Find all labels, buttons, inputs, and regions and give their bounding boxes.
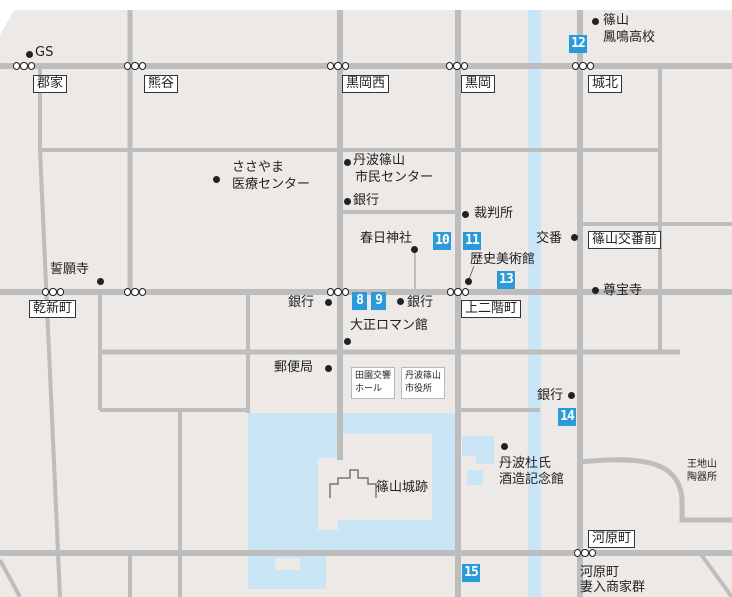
- denen-hall-box: 田園交響 ホール: [351, 367, 396, 399]
- label-sonpoji: 尊宝寺: [603, 283, 643, 298]
- poi-dot: [411, 246, 418, 253]
- label-kawaramachi-district-2: 妻入商家群: [580, 580, 646, 595]
- label-bank: 銀行: [353, 193, 380, 208]
- label-seiganji: 誓願寺: [50, 262, 90, 277]
- label-brewery-2: 酒造記念館: [499, 472, 565, 487]
- poi-dot: [344, 159, 351, 166]
- bus-stop-kaminikaimachi[interactable]: 上二階町: [461, 300, 522, 318]
- road: [38, 149, 62, 597]
- poi-dot: [325, 365, 332, 372]
- moat-island: [275, 558, 300, 570]
- label-kasuga-shrine: 春日神社: [360, 231, 413, 246]
- roads: [0, 10, 732, 597]
- label-kawaramachi-district-1: 河原町: [580, 565, 620, 580]
- river-channel: [528, 10, 541, 597]
- bus-stop-icon: [124, 288, 146, 296]
- bus-stop-icon: [327, 288, 349, 296]
- label-city-hall-2: 市役所: [405, 384, 433, 394]
- poi-dot: [97, 278, 104, 285]
- bus-stop-kumaya[interactable]: 熊谷: [144, 75, 179, 93]
- poi-dot: [592, 18, 599, 25]
- bus-stop-inshinmachi[interactable]: 乾新町: [29, 300, 77, 318]
- castle-island: [318, 434, 432, 530]
- label-taisho-roman: 大正ロマン館: [350, 318, 429, 333]
- poi-dot: [397, 298, 404, 305]
- city-hall-box: 丹波篠山 市役所: [401, 367, 446, 399]
- label-court: 裁判所: [474, 206, 514, 221]
- bus-stop-icon: [42, 288, 64, 296]
- bus-stop-icon: [327, 62, 349, 70]
- label-bank: 銀行: [288, 295, 315, 310]
- label-kiln-1: 王地山: [687, 459, 717, 470]
- bus-stop-icon: [574, 549, 596, 557]
- label-bank: 銀行: [407, 295, 434, 310]
- bus-stop-kurookanishi[interactable]: 黒岡西: [342, 75, 390, 93]
- road: [698, 551, 732, 597]
- label-brewery-1: 丹波杜氏: [499, 456, 552, 471]
- bus-stop-johoku[interactable]: 城北: [588, 75, 623, 93]
- poi-dot: [462, 211, 469, 218]
- road: [0, 559, 22, 597]
- bus-stop-kurooka[interactable]: 黒岡: [461, 75, 496, 93]
- bus-stop-icon: [124, 62, 146, 70]
- label-gs: GS: [35, 45, 54, 60]
- label-castle-ruins: 篠山城跡: [376, 480, 429, 495]
- poi-dot: [592, 287, 599, 294]
- marker-14[interactable]: 14: [558, 408, 576, 426]
- river: [528, 10, 541, 597]
- marker-15[interactable]: 15: [462, 564, 480, 582]
- bus-stop-icon: [13, 62, 35, 70]
- label-medical-1: ささやま: [232, 160, 285, 175]
- label-hoomei-1: 篠山: [603, 13, 630, 28]
- poi-dot: [26, 51, 33, 58]
- label-museum: 歴史美術館: [470, 252, 536, 267]
- marker-10[interactable]: 10: [433, 232, 451, 250]
- marker-12[interactable]: 12: [569, 35, 587, 53]
- moat-southwest: [248, 553, 326, 589]
- castle-symbol: [329, 469, 377, 498]
- label-civic-center-2: 市民センター: [355, 170, 434, 185]
- label-post-office: 郵便局: [274, 360, 314, 375]
- moat-east: [462, 436, 494, 464]
- bus-stop-gunge[interactable]: 郡家: [33, 75, 68, 93]
- marker-9[interactable]: 9: [371, 292, 386, 310]
- road-curve: [579, 457, 732, 523]
- bus-stop-kawaramachi[interactable]: 河原町: [588, 530, 636, 548]
- poi-dot: [465, 278, 472, 285]
- label-koban: 交番: [536, 231, 563, 246]
- marker-11[interactable]: 11: [463, 232, 481, 250]
- label-civic-center-1: 丹波篠山: [353, 153, 406, 168]
- bus-stop-icon: [446, 62, 468, 70]
- bus-stop-icon: [447, 288, 469, 296]
- moat-east-2: [467, 470, 483, 485]
- label-kiln-2: 陶器所: [687, 472, 717, 483]
- poi-dot: [344, 338, 351, 345]
- poi-dot: [325, 299, 332, 306]
- bus-stop-icon: [572, 62, 594, 70]
- label-city-hall-1: 丹波篠山: [405, 371, 442, 381]
- label-denen-hall-1: 田園交響: [355, 371, 392, 381]
- poi-dot: [213, 176, 220, 183]
- label-medical-2: 医療センター: [232, 177, 311, 192]
- poi-dot: [344, 198, 351, 205]
- castle-moat: [248, 413, 494, 589]
- label-bank: 銀行: [537, 388, 564, 403]
- poi-dot: [501, 443, 508, 450]
- bus-stop-sasayama-police[interactable]: 篠山交番前: [588, 231, 662, 249]
- label-denen-hall-2: ホール: [355, 384, 383, 394]
- poi-dot: [571, 234, 578, 241]
- poi-dot: [568, 392, 575, 399]
- castle-icon: [329, 469, 377, 498]
- marker-8[interactable]: 8: [352, 292, 367, 310]
- marker-13[interactable]: 13: [497, 271, 515, 289]
- label-hoomei-2: 鳳鳴高校: [603, 30, 656, 45]
